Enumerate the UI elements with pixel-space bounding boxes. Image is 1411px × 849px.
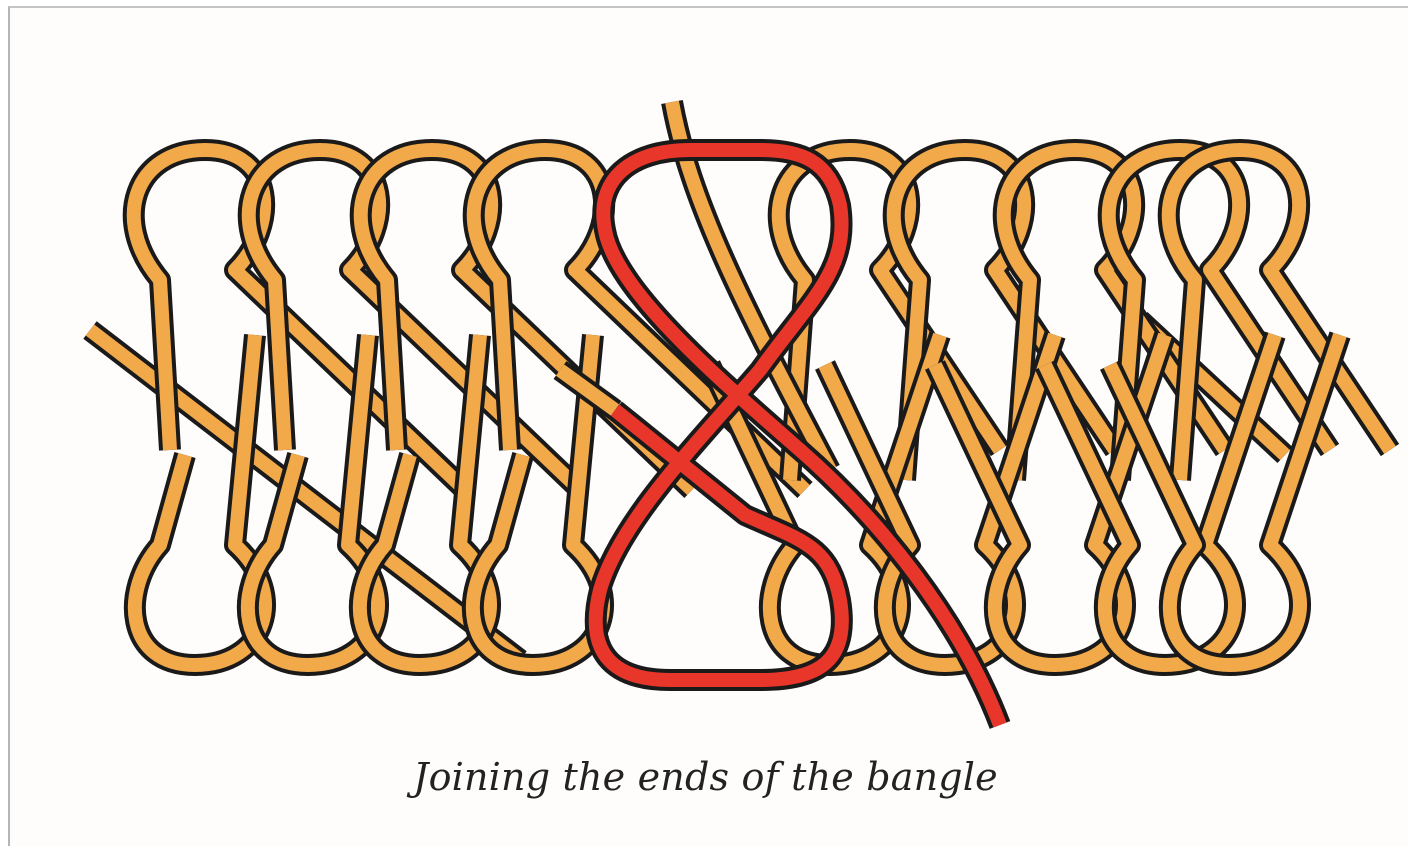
caption: Joining the ends of the bangle <box>0 755 1411 799</box>
joining-cord <box>596 150 1000 725</box>
